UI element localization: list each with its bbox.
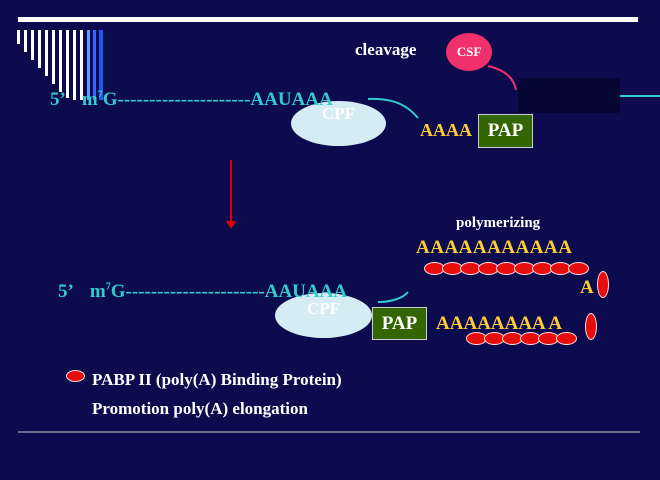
top-pap-box: PAP: [478, 114, 533, 148]
cleaved-fragment-block: [518, 78, 620, 113]
csf-link: [487, 65, 517, 91]
bottom-five-prime: 5’: [58, 281, 73, 302]
bottom-cap-m: m: [89, 281, 106, 302]
legend-pabp-label: PABP II (poly(A) Binding Protein): [92, 370, 342, 389]
top-cpf-label: CPF: [321, 104, 356, 123]
pabp-vertical-single: [597, 271, 609, 298]
bottom-cpf-tail: [377, 291, 409, 303]
cleavage-label: cleavage: [355, 40, 417, 59]
process-arrow-head: [226, 221, 236, 229]
bottom-pap-label: PAP: [381, 312, 418, 334]
top-sequence: G---------------------AAUAAA: [102, 89, 333, 110]
top-cpf-blob: CPF: [291, 101, 386, 146]
bottom-pap-box: PAP: [372, 307, 427, 340]
corner-stripes: [17, 30, 103, 100]
top-rule: [18, 17, 638, 22]
top-five-prime: 5’: [50, 89, 65, 110]
bottom-mrna: 5’ m7G----------------------AAUAAA: [58, 281, 347, 303]
top-cap-sup: 7: [97, 89, 103, 101]
legend-pabp-swatch: [66, 370, 85, 382]
top-polyA: AAAA: [420, 120, 472, 140]
top-pap-label: PAP: [487, 120, 524, 141]
legend-promotion-label: Promotion poly(A) elongation: [92, 399, 308, 418]
pabp-vertical-tail: [585, 313, 597, 340]
bottom-sequence: G----------------------AAUAAA: [110, 281, 348, 302]
top-cap-m: m: [81, 89, 98, 110]
polymerizing-label: polymerizing: [456, 215, 541, 231]
bottom-cpf-label: CPF: [306, 299, 341, 318]
single-A: A: [580, 277, 594, 298]
polyA-long: AAAAAAAAAAA: [416, 237, 573, 258]
top-cpf-tail: [367, 97, 419, 119]
csf-label: CSF: [456, 44, 482, 59]
polyA-tail: AAAAAAAA A: [436, 313, 563, 334]
pabp-bead: [568, 262, 589, 275]
bottom-cpf-blob: CPF: [275, 293, 372, 338]
bottom-cap-sup: 7: [105, 281, 111, 293]
csf-circle: CSF: [446, 33, 492, 71]
top-mrna: 5’ m7G---------------------AAUAAA: [50, 89, 333, 111]
pabp-bead: [556, 332, 577, 345]
